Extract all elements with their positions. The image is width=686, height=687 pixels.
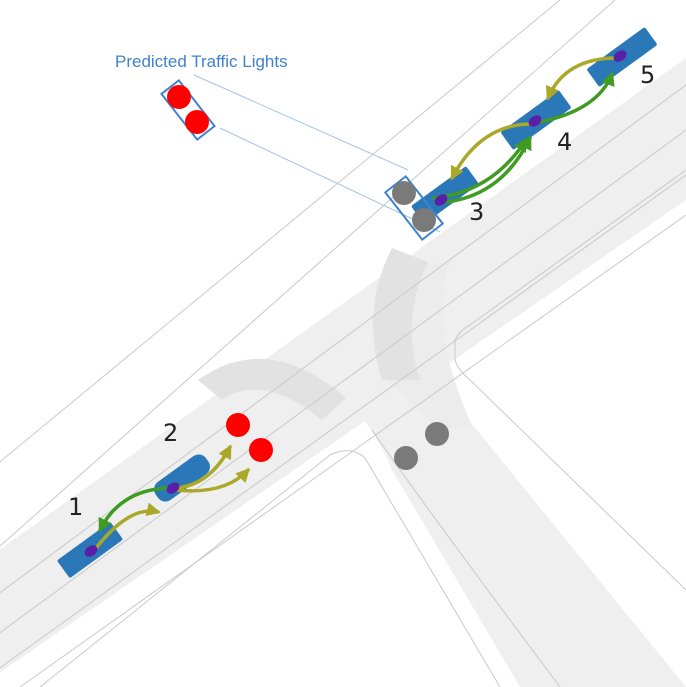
traffic-light-red-1 bbox=[226, 413, 250, 437]
guide-lines bbox=[193, 74, 441, 233]
traffic-light-gray-3 bbox=[392, 181, 416, 205]
traffic-light-gray-2 bbox=[394, 446, 418, 470]
predicted-lights-box bbox=[160, 78, 216, 142]
arrow-4-to-3 bbox=[450, 122, 532, 181]
vehicle-2-marker bbox=[166, 482, 180, 494]
vehicle-labels: 1 2 3 4 5 bbox=[68, 61, 655, 521]
arrow-2-to-light-2 bbox=[174, 467, 250, 493]
vehicle-4-marker bbox=[528, 115, 542, 127]
crosswalk-arc-lower bbox=[198, 358, 346, 420]
crosswalk-arc-upper bbox=[373, 248, 428, 380]
arrow-4-to-5 bbox=[538, 71, 615, 124]
vehicle-1-marker bbox=[84, 545, 98, 557]
predicted-traffic-lights-panel: Predicted Traffic Lights bbox=[115, 52, 288, 142]
vehicle-3-light-highlight bbox=[383, 174, 445, 242]
vehicle-markers bbox=[84, 50, 627, 557]
predicted-light-2 bbox=[185, 110, 209, 134]
vehicle-3-marker bbox=[434, 194, 448, 206]
arrow-2-to-1 bbox=[98, 486, 170, 533]
arrow-1-to-2 bbox=[94, 502, 161, 550]
vehicle-5-label: 5 bbox=[640, 61, 655, 89]
traffic-light-red-2 bbox=[249, 438, 273, 462]
arrow-3-to-4-b bbox=[434, 135, 532, 205]
traffic-light-gray-4 bbox=[412, 208, 436, 232]
scene-lights-box bbox=[383, 174, 445, 242]
vehicle-1-label: 1 bbox=[68, 493, 83, 521]
vehicle-4-label: 4 bbox=[557, 128, 572, 156]
traffic-light-gray-1 bbox=[425, 422, 449, 446]
road-network bbox=[0, 58, 686, 687]
vehicle-2-label: 2 bbox=[163, 419, 178, 447]
arrow-5-to-4 bbox=[545, 56, 619, 101]
predicted-traffic-lights-title: Predicted Traffic Lights bbox=[115, 52, 288, 71]
arrow-2-to-light-1 bbox=[174, 444, 232, 490]
side-road bbox=[320, 375, 686, 687]
vehicle-5-marker bbox=[613, 50, 627, 62]
scene-traffic-lights bbox=[226, 413, 449, 470]
predicted-light-1 bbox=[167, 85, 191, 109]
vehicle-3-label: 3 bbox=[469, 198, 484, 226]
